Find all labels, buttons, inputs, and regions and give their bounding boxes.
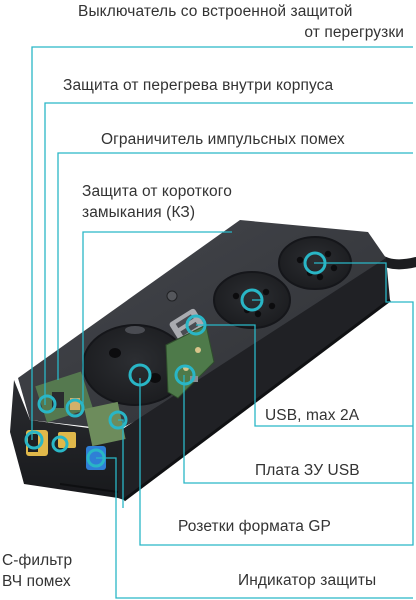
marker-cfilter — [51, 435, 69, 453]
socket-screw — [166, 290, 178, 302]
leader-lines — [31, 46, 414, 599]
marker-overheat — [37, 394, 57, 414]
label-indicator: Индикатор защиты — [238, 572, 377, 589]
label-surge: Ограничитель импульсных помех — [101, 131, 345, 148]
marker-short — [108, 410, 128, 430]
marker-indicator — [86, 448, 106, 468]
marker-socket-left — [128, 363, 152, 387]
label-overheat: Защита от перегрева внутри корпуса — [63, 77, 334, 94]
marker-socket-mid — [240, 288, 264, 312]
marker-usb-board — [174, 364, 196, 386]
marker-socket-right — [303, 251, 327, 275]
strip-side-face — [118, 258, 390, 500]
label-cfilter-line2: ВЧ помех — [2, 573, 71, 590]
label-short-line2: замыкания (КЗ) — [82, 204, 196, 221]
marker-switch — [24, 430, 44, 450]
label-sockets: Розетки формата GP — [178, 518, 331, 535]
label-usb: USB, max 2A — [265, 407, 360, 424]
label-switch-line2: от перегрузки — [304, 24, 404, 41]
label-usb-board: Плата ЗУ USB — [255, 462, 360, 479]
label-cfilter-line1: С-фильтр — [2, 552, 73, 569]
marker-usb — [185, 314, 207, 336]
label-switch-line1: Выключатель со встроенной защитой — [78, 3, 353, 20]
marker-rings — [24, 251, 327, 468]
label-short-line1: Защита от короткого — [82, 183, 232, 200]
marker-surge — [65, 398, 85, 418]
